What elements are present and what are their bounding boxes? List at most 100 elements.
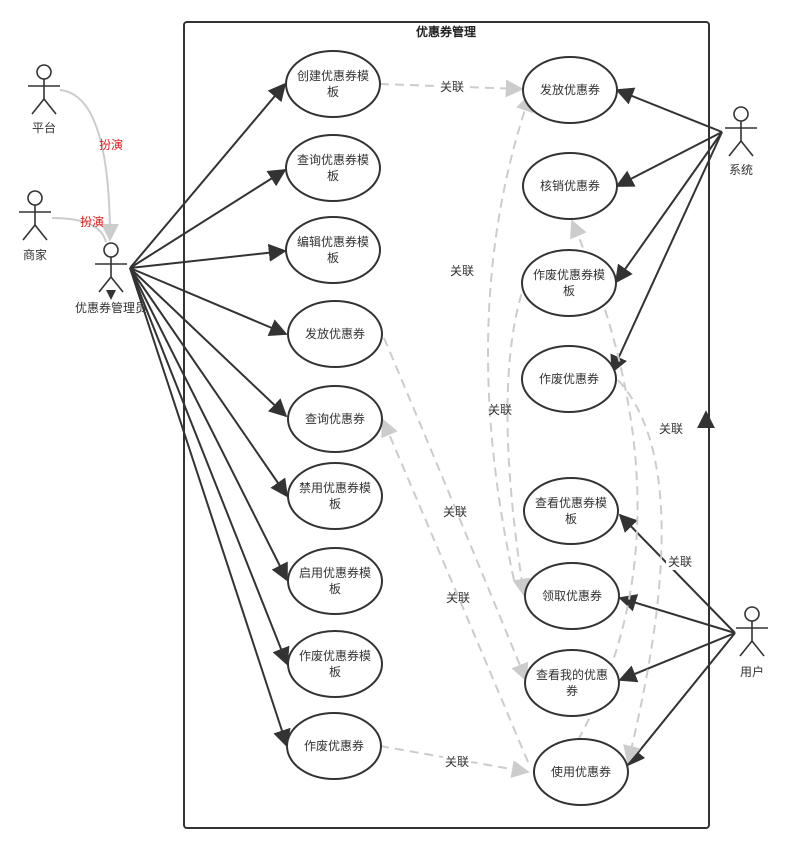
label-assoc-7: 关联 bbox=[446, 591, 470, 605]
assoc-manager-edit-template bbox=[129, 243, 287, 269]
use-case-label: 领取优惠券 bbox=[542, 588, 602, 603]
use-case-label: 作废优惠券模 bbox=[533, 267, 605, 282]
assoc-system-void-template bbox=[614, 131, 723, 284]
link-platform-manager bbox=[59, 89, 119, 242]
label-assoc-8: 关联 bbox=[445, 755, 469, 769]
use-case-query-coupon[interactable]: 查询优惠券 bbox=[287, 385, 383, 453]
use-case-label: 编辑优惠券模 bbox=[297, 234, 369, 249]
rel-void-template-receive bbox=[506, 279, 531, 597]
use-case-issue-coupon-system[interactable]: 发放优惠券 bbox=[522, 56, 618, 124]
system-title: 优惠券管理 bbox=[416, 24, 476, 39]
assoc-manager-void-coupon bbox=[129, 267, 291, 748]
label-assoc-3: 关联 bbox=[488, 403, 512, 417]
assoc-manager-disable-template bbox=[129, 267, 289, 498]
actor-head-icon bbox=[744, 606, 760, 622]
rel-use-query-coupon bbox=[381, 418, 529, 763]
use-case-edit-template[interactable]: 编辑优惠券模 板 bbox=[285, 216, 381, 284]
label-assoc-6: 关联 bbox=[668, 555, 692, 569]
label-generalization-platform: 扮演 bbox=[99, 137, 123, 152]
assoc-system-verify-coupon bbox=[615, 131, 723, 187]
assoc-manager-query-template bbox=[129, 169, 287, 269]
use-case-label: 查询优惠券模 bbox=[297, 152, 369, 167]
use-case-label: 查看我的优惠 bbox=[536, 667, 608, 682]
assoc-system-issue-coupon bbox=[615, 87, 723, 133]
actor-manager[interactable]: 优惠券管理员 bbox=[75, 242, 147, 315]
use-case-label: 板 bbox=[327, 251, 339, 265]
use-case-label: 核销优惠券 bbox=[540, 178, 600, 193]
use-case-void-template-manager[interactable]: 作废优惠券模 板 bbox=[287, 630, 383, 698]
use-case-label: 板 bbox=[329, 497, 341, 511]
use-case-create-template[interactable]: 创建优惠券模 板 bbox=[285, 50, 381, 118]
use-case-label: 启用优惠券模 bbox=[299, 565, 371, 580]
assoc-user-use-coupon bbox=[626, 632, 736, 767]
use-case-receive-coupon[interactable]: 领取优惠券 bbox=[524, 562, 620, 630]
label-assoc-5: 关联 bbox=[443, 505, 467, 519]
use-case-label: 发放优惠券 bbox=[305, 326, 365, 341]
use-case-label: 使用优惠券 bbox=[551, 764, 611, 779]
use-case-label: 作废优惠券 bbox=[539, 371, 599, 386]
use-case-query-template[interactable]: 查询优惠券模 板 bbox=[285, 134, 381, 202]
use-case-label: 作废优惠券 bbox=[304, 738, 364, 753]
use-case-void-template-system[interactable]: 作废优惠券模 板 bbox=[521, 249, 617, 317]
use-case-void-coupon-manager[interactable]: 作废优惠券 bbox=[286, 712, 382, 780]
actor-label: 系统 bbox=[729, 163, 753, 177]
use-case-label: 板 bbox=[327, 85, 339, 99]
use-case-use-coupon[interactable]: 使用优惠券 bbox=[533, 738, 629, 806]
use-case-label: 板 bbox=[565, 512, 577, 526]
use-case-label: 券 bbox=[566, 683, 578, 698]
rel-create-template-issue bbox=[379, 79, 524, 98]
use-case-label: 作废优惠券模 bbox=[299, 648, 371, 663]
system-boundary: 优惠券管理 bbox=[183, 21, 710, 829]
actor-head-icon bbox=[36, 64, 52, 80]
assoc-manager-query-coupon bbox=[129, 267, 288, 418]
actor-head-icon bbox=[733, 106, 749, 122]
rel-void-coupon-use-sys bbox=[617, 379, 663, 764]
use-case-label: 板 bbox=[329, 665, 341, 679]
assoc-manager-create-template bbox=[129, 82, 287, 269]
use-case-label: 板 bbox=[563, 284, 575, 298]
link-merchant-manager bbox=[51, 217, 107, 243]
assoc-manager-enable-template bbox=[129, 267, 288, 582]
use-case-label: 查看优惠券模 bbox=[535, 495, 607, 510]
assoc-user-receive-coupon bbox=[618, 594, 736, 634]
actor-label: 平台 bbox=[32, 120, 56, 135]
assoc-manager-issue-coupon bbox=[129, 267, 288, 336]
generalization-links: 扮演 扮演 bbox=[51, 89, 123, 243]
manager-associations bbox=[129, 82, 291, 748]
assoc-system-void-coupon bbox=[610, 131, 723, 374]
use-case-label: 查询优惠券 bbox=[305, 411, 365, 426]
actor-head-icon bbox=[27, 190, 43, 206]
use-case-verify-coupon[interactable]: 核销优惠券 bbox=[522, 152, 618, 220]
system-associations bbox=[610, 87, 723, 374]
actor-label: 优惠券管理员 bbox=[75, 300, 147, 315]
label-generalization-merchant: 扮演 bbox=[80, 214, 104, 229]
dashed-relations bbox=[379, 79, 663, 779]
assoc-user-view-template bbox=[618, 513, 736, 634]
association-labels: 关联 关联 关联 关联 关联 关联 关联 关联 bbox=[438, 79, 694, 770]
system-boundary-rect bbox=[183, 21, 710, 829]
label-assoc-2: 关联 bbox=[450, 264, 474, 278]
actor-label: 商家 bbox=[23, 247, 47, 262]
user-associations bbox=[618, 410, 736, 767]
use-case-void-coupon-system[interactable]: 作废优惠券 bbox=[521, 345, 617, 413]
use-case-label: 板 bbox=[327, 169, 339, 183]
rel-receive-issue bbox=[487, 93, 534, 581]
use-case-label: 创建优惠券模 bbox=[297, 68, 369, 83]
use-case-issue-coupon-manager[interactable]: 发放优惠券 bbox=[287, 300, 383, 368]
use-case-disable-template[interactable]: 禁用优惠券模 板 bbox=[287, 462, 383, 530]
actor-merchant[interactable]: 商家 bbox=[19, 190, 51, 262]
label-assoc-1: 关联 bbox=[440, 80, 464, 94]
label-assoc-4: 关联 bbox=[659, 422, 683, 436]
use-case-view-template[interactable]: 查看优惠券模 板 bbox=[523, 477, 619, 545]
actor-user[interactable]: 用户 bbox=[736, 606, 768, 679]
actor-platform[interactable]: 平台 bbox=[28, 64, 60, 135]
actor-label: 用户 bbox=[740, 664, 764, 679]
use-case-label: 板 bbox=[329, 582, 341, 596]
actor-head-icon bbox=[103, 242, 119, 258]
use-case-enable-template[interactable]: 启用优惠券模 板 bbox=[287, 547, 383, 615]
use-case-view-my-coupon[interactable]: 查看我的优惠 券 bbox=[524, 649, 620, 717]
actor-system[interactable]: 系统 bbox=[725, 106, 757, 177]
use-case-label: 发放优惠券 bbox=[540, 82, 600, 97]
assoc-user-view-my-coupon bbox=[618, 632, 736, 683]
